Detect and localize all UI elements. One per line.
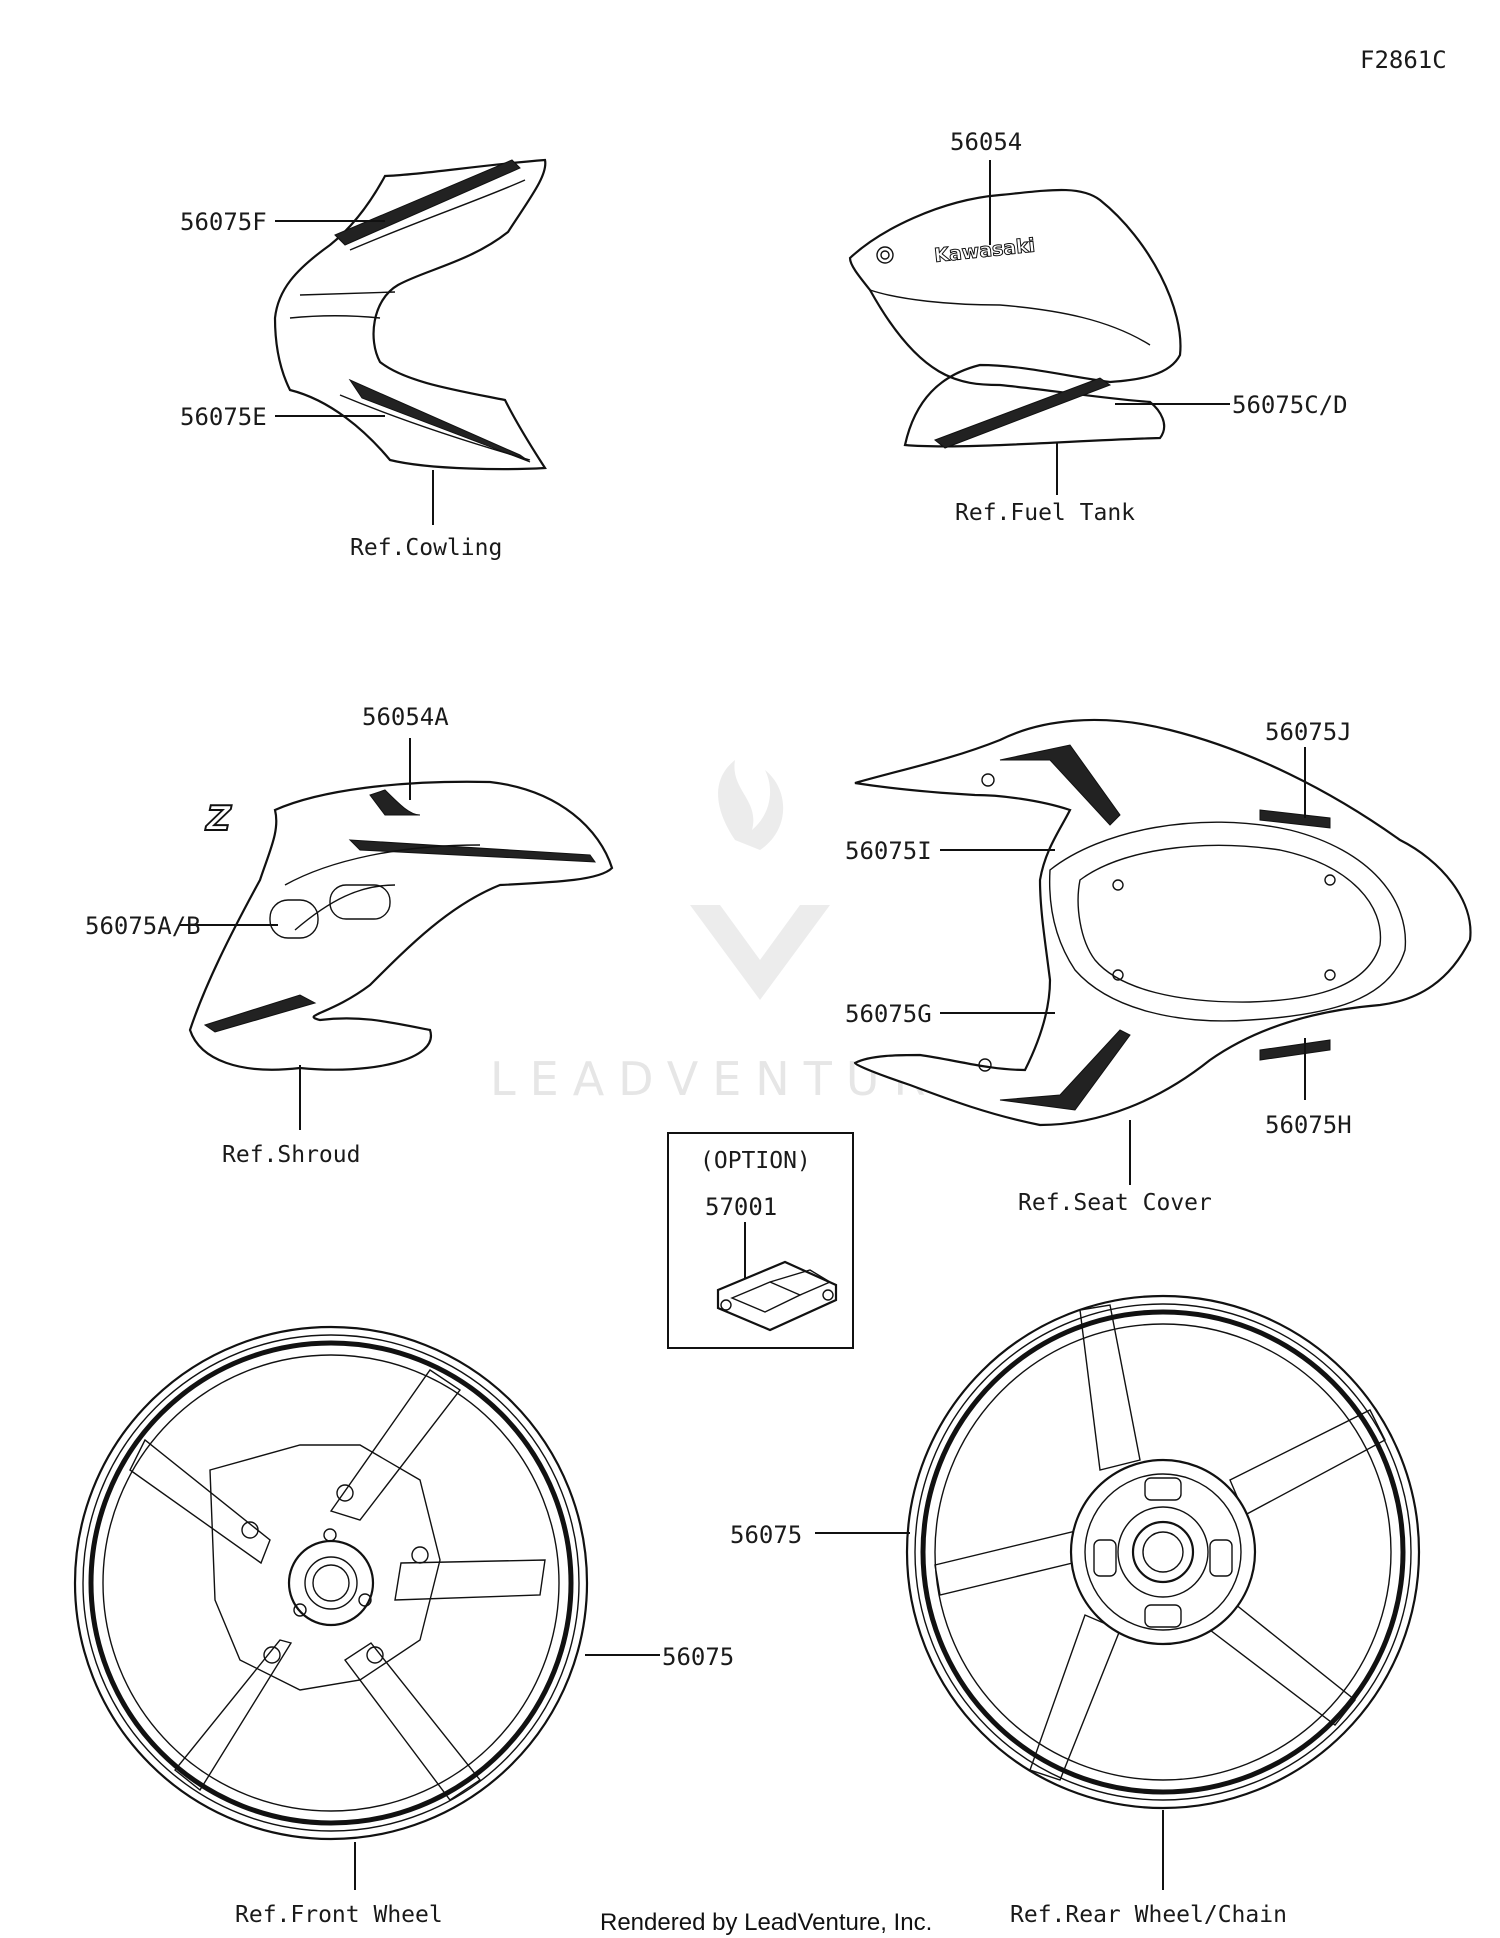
callout-56075f: 56075F (180, 208, 267, 236)
callout-56054a: 56054A (362, 703, 449, 731)
footer-credit: Rendered by LeadVenture, Inc. (600, 1909, 932, 1936)
diagram-id: F2861C (1360, 46, 1447, 74)
callout-56075e: 56075E (180, 403, 267, 431)
rear-wheel-assembly (905, 1294, 1421, 1810)
fuel-tank-assembly: Kawasaki (848, 188, 1182, 449)
z-decal-text: Z (202, 799, 235, 839)
callout-56075g: 56075G (845, 1000, 932, 1028)
callout-56075j: 56075J (1265, 718, 1352, 746)
shroud-assembly: Z (188, 780, 614, 1071)
callout-ref-seat-cover: Ref.Seat Cover (1018, 1190, 1212, 1216)
option-part-57001: 57001 (705, 1193, 777, 1221)
callout-56075cd: 56075C/D (1232, 391, 1348, 419)
callout-ref-front-wheel: Ref.Front Wheel (235, 1902, 443, 1928)
part-57001-drawing (716, 1260, 838, 1332)
fuel-tank-part (848, 188, 1182, 448)
front-wheel-assembly (73, 1325, 589, 1841)
callout-56075-front: 56075 (662, 1643, 734, 1671)
callout-56075h: 56075H (1265, 1111, 1352, 1139)
seat-cover-assembly (853, 718, 1472, 1127)
callout-ref-shroud: Ref.Shroud (222, 1142, 360, 1168)
callout-ref-rear-wheel-chain: Ref.Rear Wheel/Chain (1010, 1902, 1287, 1928)
callout-ref-fuel-tank: Ref.Fuel Tank (955, 500, 1135, 526)
callout-56075i: 56075I (845, 837, 932, 865)
callout-56075-rear: 56075 (730, 1521, 802, 1549)
option-box: (OPTION) 57001 (667, 1132, 854, 1349)
cowling-assembly (273, 158, 547, 471)
option-box-title: (OPTION) (700, 1148, 811, 1174)
callout-56054: 56054 (950, 128, 1022, 156)
callout-56075ab: 56075A/B (85, 912, 201, 940)
callout-ref-cowling: Ref.Cowling (350, 535, 502, 561)
